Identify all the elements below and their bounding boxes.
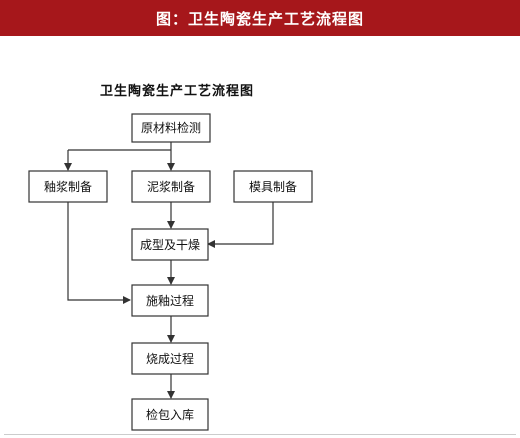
node-label: 检包入库: [146, 407, 194, 422]
node-label: 模具制备: [249, 180, 297, 194]
node-label: 原材料检测: [141, 120, 201, 135]
node-raw-material-inspection: 原材料检测: [131, 113, 211, 143]
header-bar: 图：卫生陶瓷生产工艺流程图: [0, 0, 520, 36]
header-title: 图：卫生陶瓷生产工艺流程图: [155, 9, 364, 28]
bottom-divider: [4, 434, 516, 435]
node-firing-process: 烧成过程: [131, 342, 209, 375]
node-mold-preparation: 模具制备: [233, 170, 313, 203]
node-label: 成型及干燥: [140, 238, 200, 252]
diagram-title: 卫生陶瓷生产工艺流程图: [100, 84, 255, 99]
node-forming-and-drying: 成型及干燥: [131, 228, 209, 261]
node-label: 泥浆制备: [147, 179, 195, 194]
node-glaze-slurry-preparation: 釉浆制备: [28, 170, 108, 203]
node-glazing-process: 施釉过程: [131, 284, 209, 317]
node-clay-slurry-preparation: 泥浆制备: [131, 170, 211, 203]
node-label: 烧成过程: [146, 351, 194, 366]
edge-glaze-to-glazing: [67, 202, 131, 304]
node-label: 釉浆制备: [44, 179, 92, 194]
flowchart-edges: [64, 142, 274, 399]
node-inspect-pack-storage: 检包入库: [131, 398, 209, 431]
node-label: 施釉过程: [146, 293, 194, 308]
edge-mold-to-forming: [207, 202, 274, 248]
